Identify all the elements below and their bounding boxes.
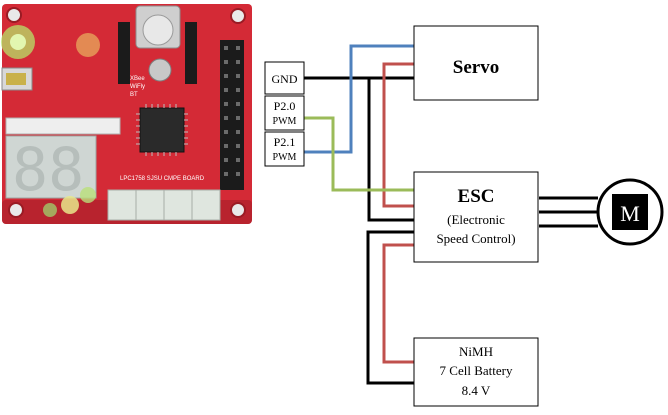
- esc-box: [413, 171, 539, 263]
- lpc1758-board: XBee WiFly BT: [1, 4, 252, 224]
- wire-gnd-to-esc: [367, 78, 414, 222]
- header-right: [220, 40, 244, 190]
- mcu-chip: [139, 107, 185, 153]
- esc-title: ESC: [458, 186, 495, 207]
- button-row: [5, 117, 121, 135]
- wires: [304, 44, 598, 385]
- pin-labels: GND P2.0 PWM P2.1 PWM: [264, 61, 305, 167]
- pin-p21-type: PWM: [273, 152, 297, 163]
- pin-p21-box: [264, 131, 305, 167]
- esc-block: ESC (Electronic Speed Control): [413, 171, 539, 263]
- silkscreen-xbee: XBee: [130, 76, 145, 82]
- silkscreen-board-name: LPC1758 SJSU CMPE BOARD: [120, 176, 205, 182]
- crystal-component: [148, 58, 172, 82]
- coin-cell: [142, 14, 174, 46]
- led-yellow-glow: [76, 33, 100, 57]
- pin-p20-box: [264, 95, 305, 131]
- esc-line1: (Electronic: [447, 212, 505, 227]
- battery-block: NiMH 7 Cell Battery 8.4 V: [413, 337, 539, 407]
- pin-p21-name: P2.1: [274, 135, 296, 149]
- mounting-hole-bl: [8, 202, 24, 218]
- battery-line1: NiMH: [459, 344, 493, 359]
- header-top-right: [185, 22, 197, 84]
- battery-box: [413, 337, 539, 407]
- esc-line2: Speed Control): [436, 231, 515, 246]
- pin-p20-name: P2.0: [274, 99, 296, 113]
- mounting-hole-tl: [6, 7, 22, 23]
- header-right-pins: [224, 46, 240, 176]
- silkscreen-bt: BT: [130, 92, 138, 98]
- servo-block: Servo: [413, 25, 539, 101]
- battery-line3: 8.4 V: [462, 383, 491, 398]
- usb-connector-inner: [6, 73, 26, 85]
- wire-servo-red: [382, 62, 414, 208]
- motor-square: [612, 194, 648, 230]
- pin-gnd-box: [264, 61, 305, 95]
- mounting-hole-tr: [230, 8, 246, 24]
- motor-block: M: [596, 178, 664, 246]
- led-green: [10, 34, 26, 50]
- mcu-pins: [136, 104, 188, 156]
- led-bottom-3: [43, 203, 57, 217]
- battery-line2: 7 Cell Battery: [440, 363, 513, 378]
- wire-esc-green: [304, 116, 414, 192]
- pin-gnd-label: GND: [272, 72, 298, 86]
- wire-battery-red: [382, 243, 414, 364]
- led-bottom-1: [61, 196, 79, 214]
- wire-servo-blue: [304, 44, 414, 154]
- header-top-left: [118, 22, 130, 84]
- silkscreen-wifly: WiFly: [130, 84, 145, 90]
- wire-battery-black: [366, 230, 414, 385]
- seven-segment-digits: 88: [12, 135, 84, 205]
- servo-title: Servo: [453, 57, 499, 78]
- servo-box: [413, 25, 539, 101]
- motor-label: M: [620, 201, 640, 226]
- seven-segment-display: [5, 135, 97, 199]
- pin-p20-type: PWM: [273, 116, 297, 127]
- mounting-hole-br: [230, 202, 246, 218]
- led-bottom-2: [80, 187, 96, 203]
